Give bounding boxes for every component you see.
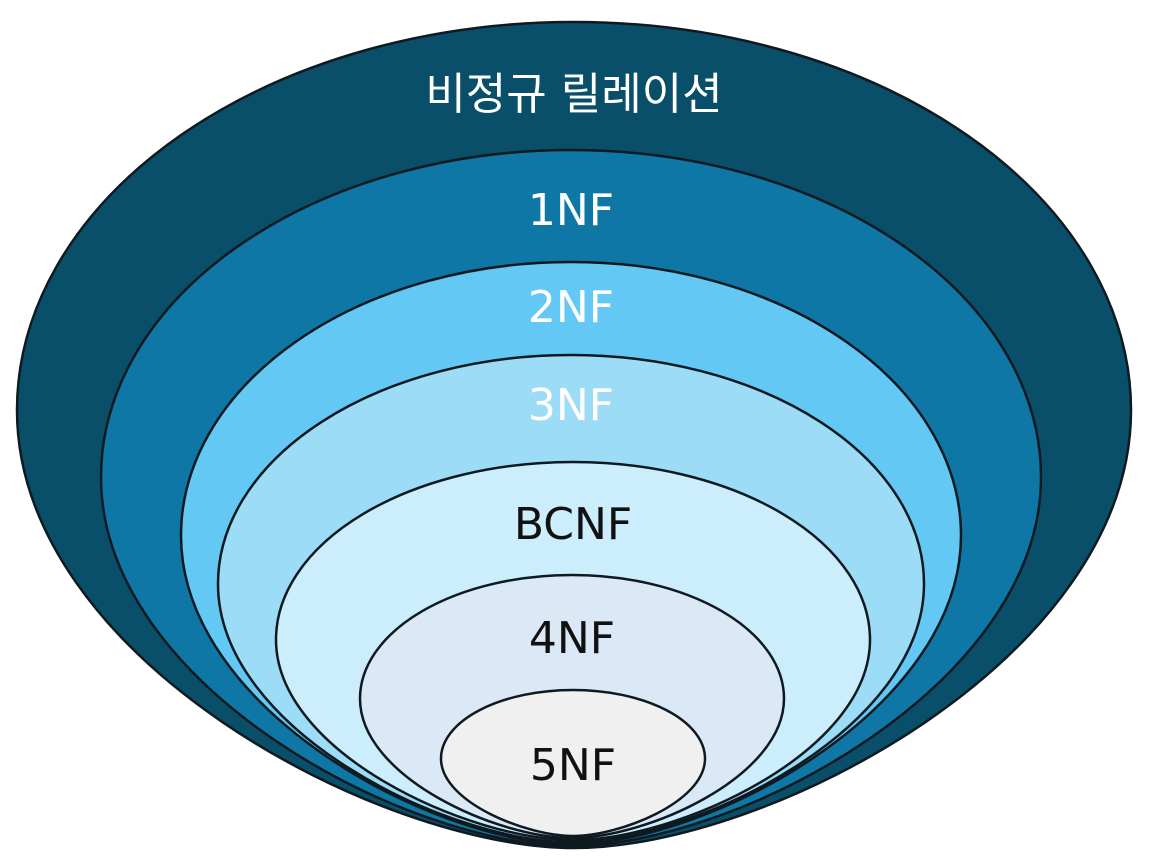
layer-label-unnormalized: 비정규 릴레이션 bbox=[425, 69, 722, 120]
layer-label-2nf: 2NF bbox=[528, 282, 614, 333]
layer-label-bcnf: BCNF bbox=[514, 499, 632, 550]
layer-label-5nf: 5NF bbox=[530, 740, 616, 791]
layer-label-1nf: 1NF bbox=[528, 185, 614, 236]
layer-label-4nf: 4NF bbox=[529, 613, 615, 664]
layer-shape-5nf bbox=[439, 688, 707, 838]
layer-label-3nf: 3NF bbox=[528, 380, 614, 431]
